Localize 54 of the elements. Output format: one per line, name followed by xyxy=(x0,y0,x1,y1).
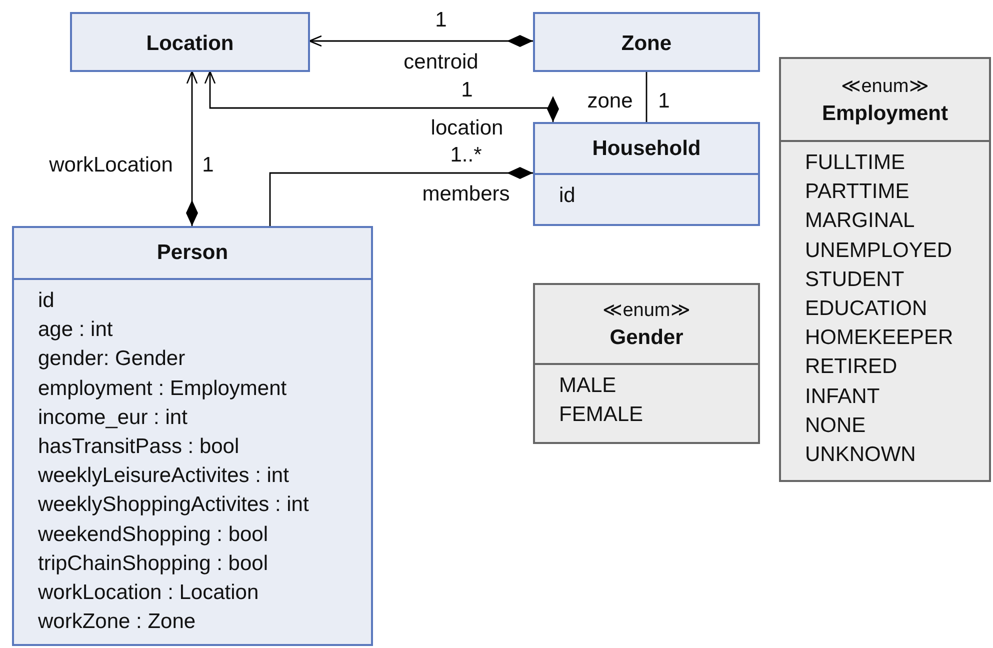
attribute-text: workZone : Zone xyxy=(38,609,196,636)
enum-value: UNKNOWN xyxy=(805,442,916,468)
attribute-text: hasTransitPass : bool xyxy=(38,434,240,460)
enum-value: FEMALE xyxy=(559,402,644,428)
enum-value: FULLTIME xyxy=(805,150,905,176)
multiplicity-label: 1 xyxy=(658,89,670,113)
enum-value: UNEMPLOYED xyxy=(805,238,952,264)
association-line xyxy=(646,72,648,122)
enum-value: INFANT xyxy=(805,384,880,410)
class-name: Household xyxy=(592,136,701,160)
role-label: workLocation xyxy=(49,153,173,177)
attribute-text: weeklyLeisureActivites : int xyxy=(38,463,289,490)
attribute-text: weeklyShoppingActivites : int xyxy=(38,492,309,518)
attribute-text: age : int xyxy=(38,317,113,344)
class-box xyxy=(533,122,760,226)
attribute-text: tripChainShopping : bool xyxy=(38,550,268,577)
enum-value: STUDENT xyxy=(805,266,904,293)
role-label: zone xyxy=(587,89,633,113)
multiplicity-label: 1 xyxy=(461,78,473,102)
composition-arrow xyxy=(308,35,533,47)
stereotype-label: ≪enum≫ xyxy=(841,74,929,98)
role-label: location xyxy=(430,116,504,140)
multiplicity-label: 1 xyxy=(435,8,447,32)
attribute-text: employment : Employment xyxy=(38,376,287,402)
enum-value: PARTTIME xyxy=(805,179,910,206)
attribute-text: workLocation : Location xyxy=(38,580,259,606)
composition-arrow xyxy=(186,70,198,226)
stereotype-label: ≪enum≫ xyxy=(602,299,690,322)
enum-box xyxy=(779,57,991,482)
composition-arrow xyxy=(204,70,559,122)
enum-value: MARGINAL xyxy=(805,208,915,234)
attribute-text: gender: Gender xyxy=(38,346,186,372)
class-name: Employment xyxy=(822,102,948,126)
attribute-text: id xyxy=(38,288,54,314)
attribute-text: income_eur : int xyxy=(38,404,188,431)
role-label: centroid xyxy=(404,50,478,74)
enum-value: MALE xyxy=(559,373,616,399)
multiplicity-label: 1 xyxy=(202,153,214,177)
class-name: Gender xyxy=(610,326,684,350)
enum-value: EDUCATION xyxy=(805,296,928,322)
enum-value: HOMEKEEPER xyxy=(805,325,954,352)
enum-value: RETIRED xyxy=(805,354,898,380)
class-name: Person xyxy=(156,241,228,265)
attribute-text: id xyxy=(559,183,576,209)
class-name: Zone xyxy=(621,32,672,56)
class-box xyxy=(12,226,373,646)
enum-box xyxy=(533,283,760,444)
class-box xyxy=(533,12,760,72)
role-label: members xyxy=(422,182,510,206)
enum-value: NONE xyxy=(805,412,866,439)
class-box xyxy=(70,12,310,72)
attribute-text: weekendShopping : bool xyxy=(38,522,268,548)
class-name: Location xyxy=(146,32,234,56)
multiplicity-label: 1..* xyxy=(450,143,482,167)
